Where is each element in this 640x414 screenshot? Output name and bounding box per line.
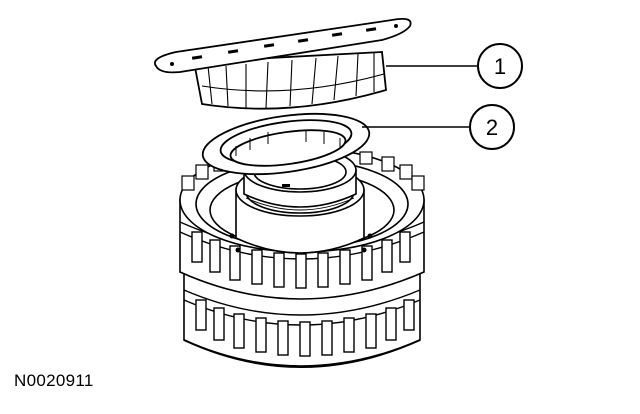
seal-ring-part-2 <box>201 113 371 175</box>
clutch-drum-assembly <box>179 147 425 368</box>
lower-spline-band <box>183 289 421 357</box>
callout-1-circle <box>477 43 523 89</box>
callout-2-circle <box>469 104 515 150</box>
retainer-ribs <box>201 52 385 109</box>
hub-holes <box>229 184 373 253</box>
callout-2-label: 2 <box>486 115 498 140</box>
ring-inner-teeth <box>235 130 341 156</box>
figure-id: N0020911 <box>14 371 94 390</box>
callout-1: 1 <box>386 43 523 89</box>
flange-slots <box>170 24 398 66</box>
callout-1-label: 1 <box>494 54 506 79</box>
callout-2: 2 <box>362 104 515 150</box>
retainer-part-1 <box>154 17 412 110</box>
